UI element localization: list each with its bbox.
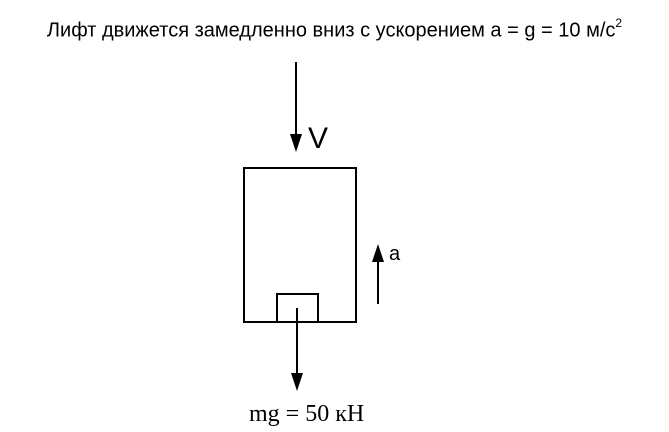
problem-title: Лифт движется замедленно вниз с ускорени… bbox=[0, 16, 669, 43]
acceleration-label: a bbox=[389, 243, 401, 265]
acceleration-arrow bbox=[372, 244, 384, 304]
velocity-arrow bbox=[290, 62, 302, 152]
elevator-car bbox=[243, 167, 357, 323]
title-text: Лифт движется замедленно вниз с ускорени… bbox=[46, 19, 616, 42]
velocity-label: V bbox=[308, 122, 328, 155]
weight-force-arrow bbox=[291, 308, 303, 391]
title-superscript: 2 bbox=[615, 16, 623, 30]
weight-force-label: mg = 50 кН bbox=[249, 401, 364, 427]
